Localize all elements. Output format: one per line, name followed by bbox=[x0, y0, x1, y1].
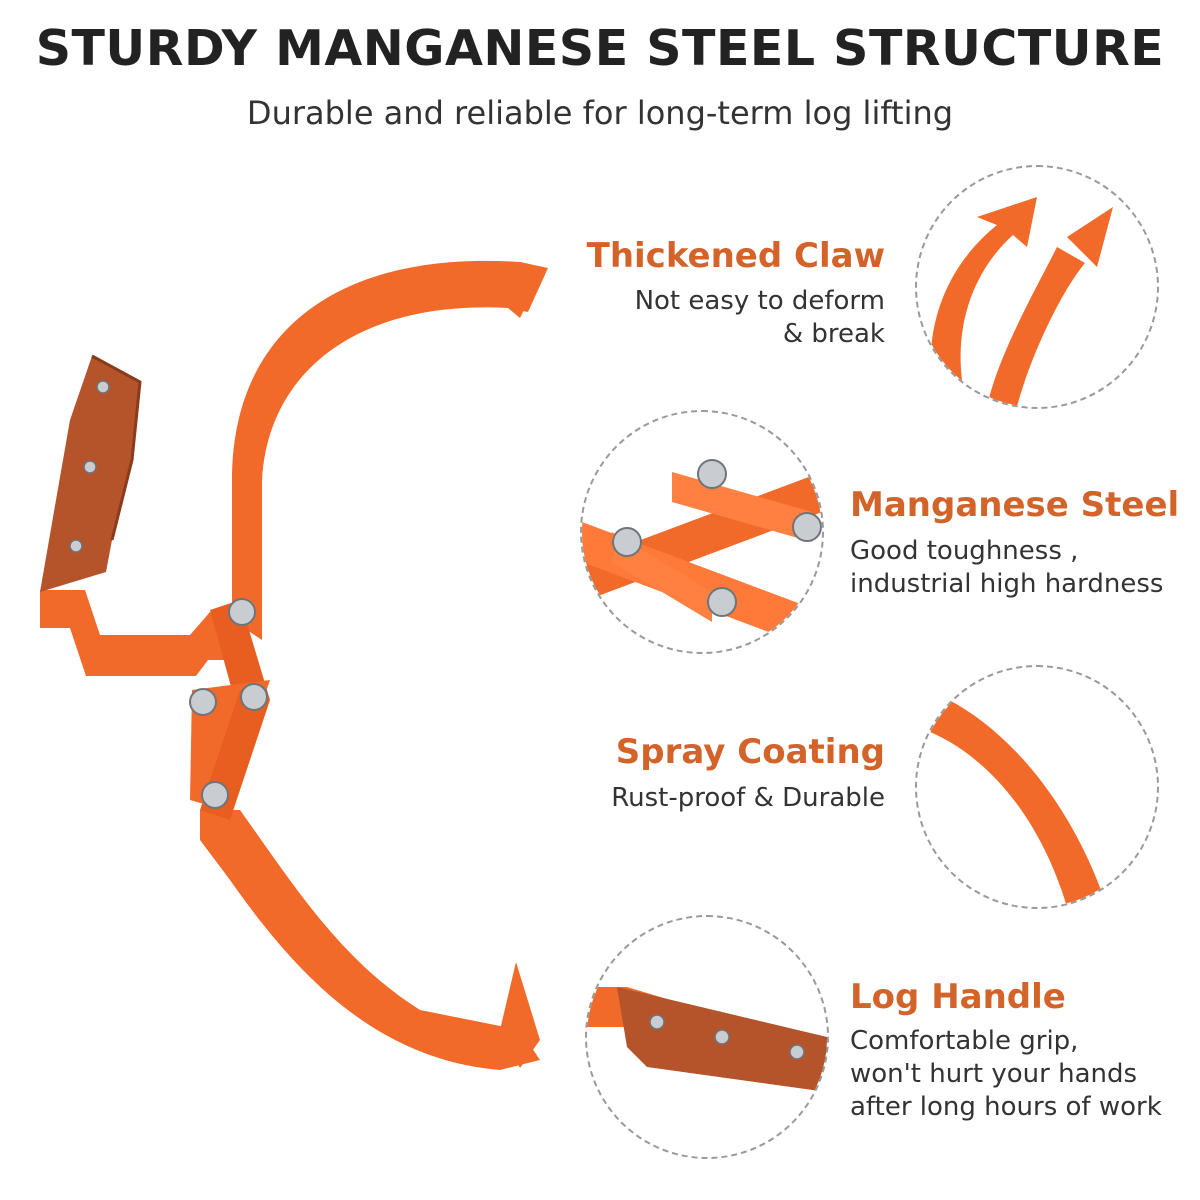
upper-hook-tip bbox=[508, 262, 548, 312]
feature-desc-line: & break bbox=[782, 319, 885, 349]
feature-desc-spray-coating: Rust-proof & Durable bbox=[611, 782, 885, 815]
feature-desc-log-handle: Comfortable grip, won't hurt your hands … bbox=[850, 1025, 1162, 1124]
handle-rivets bbox=[69, 380, 110, 553]
wood-handle bbox=[40, 356, 140, 592]
feature-desc-line: won't hurt your hands bbox=[850, 1059, 1138, 1089]
feature-desc-thickened-claw: Not easy to deform & break bbox=[635, 285, 885, 351]
feature-desc-line: Good toughness , bbox=[850, 536, 1079, 566]
bolt-joint-detail-image bbox=[580, 410, 824, 654]
feature-title-manganese-steel: Manganese Steel bbox=[850, 485, 1180, 525]
feature-title-thickened-claw: Thickened Claw bbox=[586, 236, 885, 276]
feature-desc-line: Comfortable grip, bbox=[850, 1026, 1079, 1056]
feature-desc-line: after long hours of work bbox=[850, 1092, 1162, 1122]
page-title: STURDY MANGANESE STEEL STRUCTURE bbox=[35, 20, 1165, 77]
page-subtitle: Durable and reliable for long-term log l… bbox=[246, 94, 954, 132]
bolts bbox=[189, 598, 268, 809]
handle-detail-image bbox=[585, 915, 829, 1159]
feature-title-log-handle: Log Handle bbox=[850, 977, 1066, 1017]
lower-arm bbox=[200, 810, 540, 1070]
feature-desc-line: Not easy to deform bbox=[634, 286, 885, 316]
handle-bar bbox=[40, 590, 240, 676]
claw-detail-image bbox=[915, 165, 1159, 409]
feature-title-spray-coating: Spray Coating bbox=[615, 732, 885, 772]
coating-detail-image bbox=[915, 665, 1159, 909]
lower-hook-tip bbox=[500, 962, 540, 1068]
feature-desc-manganese-steel: Good toughness , industrial high hardnes… bbox=[850, 535, 1163, 601]
log-tongs-illustration bbox=[40, 260, 548, 1070]
feature-desc-line: Rust-proof & Durable bbox=[611, 783, 885, 813]
upper-arm bbox=[232, 260, 545, 640]
feature-desc-line: industrial high hardness bbox=[850, 569, 1164, 599]
